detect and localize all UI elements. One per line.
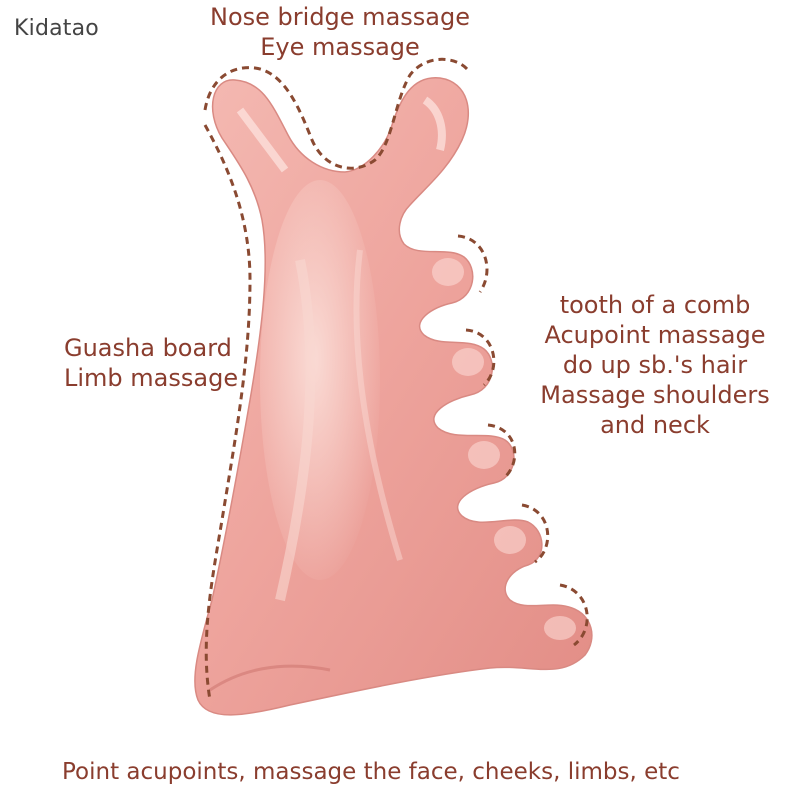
dashed-outline-left xyxy=(203,124,252,701)
dashed-outline-right xyxy=(457,234,589,647)
comb-tooth-highlight xyxy=(468,441,500,469)
annotation-left: Guasha board Limb massage xyxy=(64,333,238,393)
annotation-line: do up sb.'s hair xyxy=(562,351,748,379)
stone-highlight xyxy=(236,107,289,173)
stone-highlight xyxy=(260,180,380,580)
annotation-right: tooth of a comb Acupoint massage do up s… xyxy=(530,290,780,440)
annotation-line: Acupoint massage xyxy=(544,321,766,349)
comb-tooth-highlight xyxy=(432,258,464,286)
annotation-line: tooth of a comb xyxy=(559,291,751,319)
annotation-bottom: Point acupoints, massage the face, cheek… xyxy=(62,759,680,785)
annotation-line: Nose bridge massage xyxy=(210,3,470,31)
brand-logo: Kidatao xyxy=(14,16,99,41)
annotation-line: Massage shoulders xyxy=(540,381,770,409)
annotation-line: and neck xyxy=(600,411,710,439)
comb-tooth-highlight xyxy=(452,348,484,376)
annotation-line: Eye massage xyxy=(260,33,420,61)
comb-tooth-highlight xyxy=(494,526,526,554)
annotation-line: Limb massage xyxy=(64,364,239,392)
comb-tooth-highlight xyxy=(544,616,576,640)
dashed-outline-top xyxy=(203,57,470,170)
stone-vein xyxy=(353,249,403,561)
annotation-line: Guasha board xyxy=(64,334,232,362)
stone-vein xyxy=(275,259,316,602)
annotation-top: Nose bridge massage Eye massage xyxy=(200,2,480,62)
stone-highlight xyxy=(422,96,446,151)
stone-edge-shadow xyxy=(209,664,331,692)
